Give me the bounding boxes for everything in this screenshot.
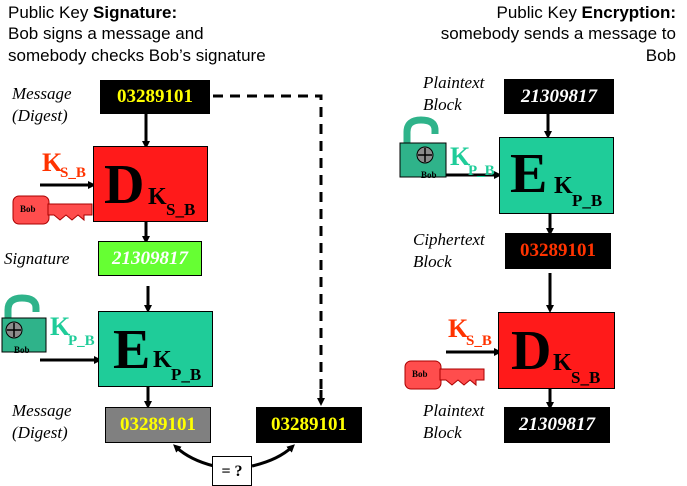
decrypt-box: D K S_B — [93, 146, 208, 222]
result-message-label: Message (Digest) — [12, 401, 72, 442]
compare-arrow-right — [251, 444, 295, 468]
signature-label: Signature — [4, 249, 70, 268]
encryption-subtitle-line2: Bob — [645, 46, 676, 65]
public-key-label-right: K P_B — [450, 142, 495, 179]
original-message-box: 03289101 — [256, 407, 362, 443]
padlock-icon: Bob — [0, 294, 50, 356]
encrypt-box-right: E K P_B — [499, 137, 614, 214]
red-key-icon: Bob — [404, 358, 486, 392]
encryption-subtitle-line1: somebody sends a message to — [440, 24, 676, 43]
message-label: Message (Digest) — [12, 84, 72, 125]
plaintext-label: Plaintext Block — [423, 73, 485, 114]
signature-subtitle-line1: Bob signs a message and — [8, 24, 204, 43]
result-plaintext-label: Plaintext Block — [423, 401, 485, 442]
padlock-icon: Bob — [397, 116, 449, 180]
signature-title: Public Key Signature: — [8, 3, 178, 22]
red-key-icon: Bob — [12, 193, 94, 227]
ciphertext-value-box: 03289101 — [505, 233, 611, 269]
result-message-box: 03289101 — [105, 407, 211, 443]
encryption-title: Public Key Encryption: — [496, 3, 677, 22]
signature-value-box: 21309817 — [98, 241, 202, 276]
message-value-box: 03289101 — [100, 80, 210, 114]
private-key-label-right: K S_B — [448, 314, 492, 349]
public-key-label: K P_B — [50, 312, 95, 349]
compare-box: = ? — [212, 456, 252, 486]
signature-subtitle-line2: somebody checks Bob’s signature — [8, 46, 266, 65]
encrypt-box: E K P_B — [98, 311, 213, 387]
decrypt-box-right: D K S_B — [498, 312, 615, 389]
result-plaintext-box: 21309817 — [504, 407, 610, 443]
plaintext-value-box: 21309817 — [504, 79, 614, 114]
dashed-message-path — [213, 94, 323, 398]
ciphertext-label: Ciphertext Block — [413, 230, 485, 271]
compare-arrow-left — [173, 444, 215, 468]
private-key-label: K S_B — [42, 148, 86, 181]
